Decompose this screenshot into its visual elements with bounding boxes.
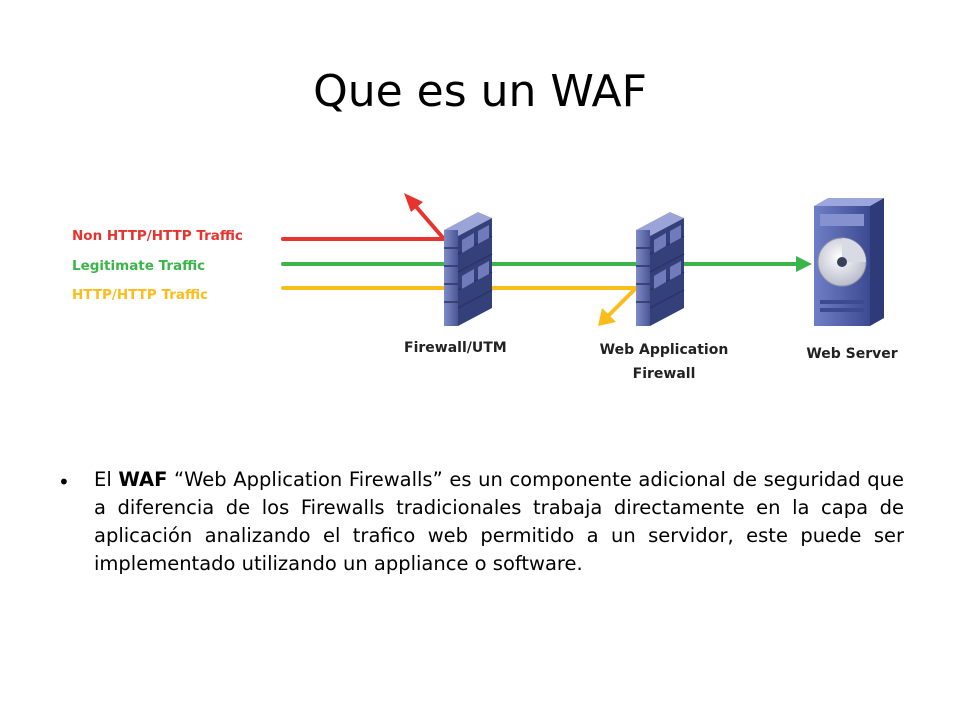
bullet-dot: • <box>58 470 70 494</box>
body-prefix: El <box>94 468 119 491</box>
server-label: Web Server <box>806 346 897 362</box>
firewall-label: Firewall/UTM <box>404 340 507 356</box>
legend-label-legitimate: Legitimate Traffic <box>72 258 205 274</box>
waf-label-line1: Web Application <box>600 342 729 358</box>
body-bullet: • El WAF “Web Application Firewalls” es … <box>58 466 904 578</box>
body-bold-term: WAF <box>118 468 168 491</box>
green-arrowhead <box>796 256 812 272</box>
red-traffic-line <box>281 200 446 241</box>
legend-label-non-http: Non HTTP/HTTP Traffic <box>72 228 243 244</box>
legend: Non HTTP/HTTP Traffic Legitimate Traffic… <box>72 228 243 303</box>
yellow-arrowhead <box>598 308 616 326</box>
slide-title: Que es un WAF <box>313 66 647 117</box>
red-arrowhead <box>404 193 423 212</box>
firewall-utm-icon <box>444 212 493 326</box>
legend-label-http: HTTP/HTTP Traffic <box>72 287 208 303</box>
waf-icon <box>636 212 685 326</box>
body-rest: “Web Application Firewalls” es un compon… <box>94 468 904 575</box>
waf-label-line2: Firewall <box>633 366 696 382</box>
web-server-icon <box>814 198 884 326</box>
body-text: El WAF “Web Application Firewalls” es un… <box>94 466 904 578</box>
